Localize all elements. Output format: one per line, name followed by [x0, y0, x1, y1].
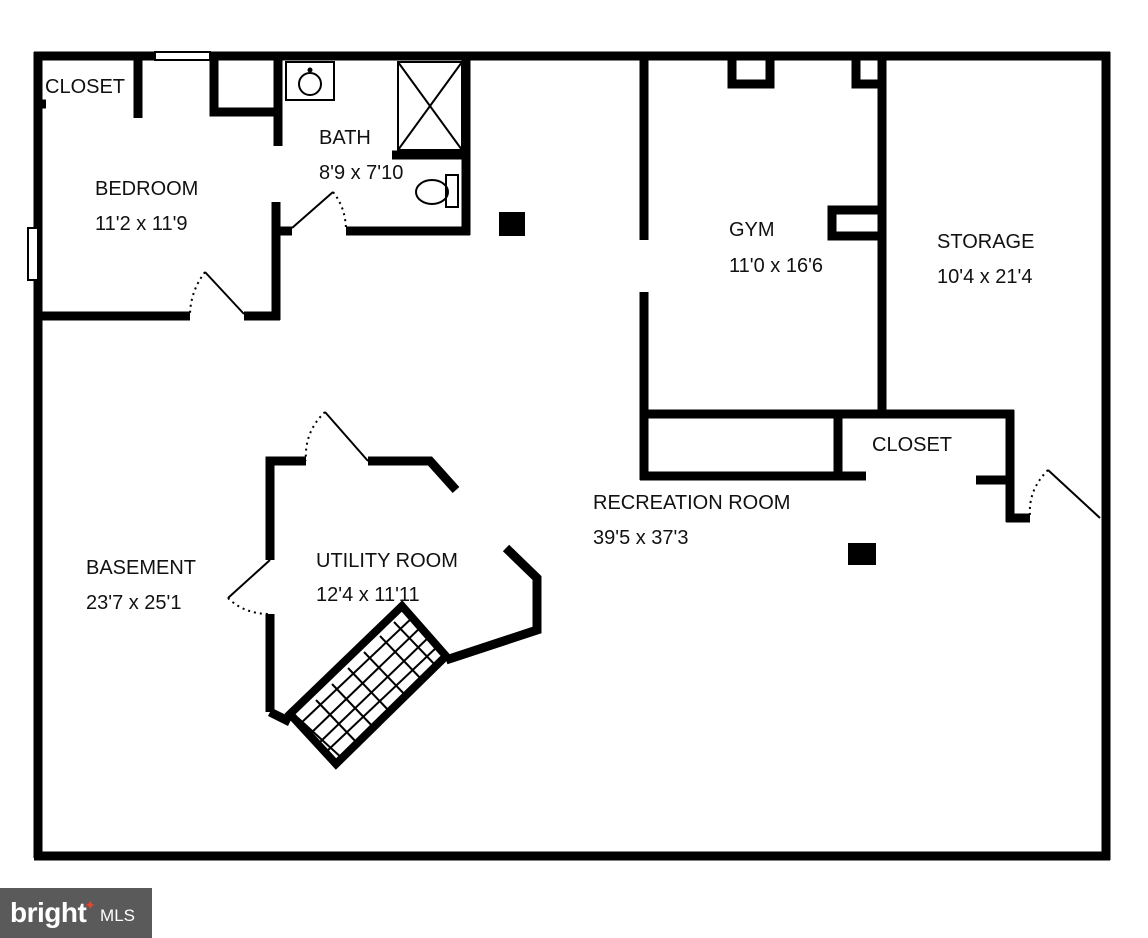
support-post: [848, 543, 876, 565]
watermark-suffix: MLS: [100, 906, 136, 925]
basement-label: BASEMENT: [86, 557, 196, 579]
utility-door-left-swing: [227, 597, 271, 615]
window-top: [154, 51, 211, 61]
utility-walls: [265, 456, 542, 727]
bedroom-label: BEDROOM: [95, 178, 198, 200]
closet-door: [1047, 469, 1101, 519]
bedroom-size: 11'2 x 11'9: [95, 213, 188, 235]
watermark-brand: bright: [10, 897, 87, 928]
bedroom-walls: [38, 56, 283, 321]
bath-walls: [278, 56, 471, 236]
outer-walls: [33, 51, 1111, 861]
window-left: [27, 227, 39, 281]
sink: [285, 61, 335, 101]
storage-label: STORAGE: [937, 231, 1034, 253]
watermark-accent-icon: ✦: [84, 896, 97, 913]
bath-size: 8'9 x 7'10: [319, 162, 403, 184]
utility-size: 12'4 x 11'11: [316, 584, 420, 606]
bedroom-door: [204, 271, 245, 315]
closet-storage-label: CLOSET: [872, 434, 952, 456]
basement-size: 23'7 x 25'1: [86, 592, 182, 614]
storage-size: 10'4 x 21'4: [937, 266, 1033, 288]
storage-closet-walls: [976, 410, 1030, 523]
bath-door: [291, 191, 334, 229]
gym-walls: [639, 60, 1014, 481]
bath-label: BATH: [319, 127, 371, 149]
support-post: [499, 212, 525, 236]
recreation-label: RECREATION ROOM: [593, 492, 790, 514]
utility-door-top-swing: [304, 411, 326, 462]
bedroom-door-swing: [189, 271, 206, 317]
gym-label: GYM: [729, 219, 775, 241]
bath-door-swing: [332, 191, 347, 232]
toilet: [415, 174, 459, 208]
gym-size: 11'0 x 16'6: [729, 255, 823, 277]
bright-mls-watermark: bright ✦ MLS: [0, 888, 152, 938]
staircase: [284, 600, 452, 770]
shower: [397, 61, 463, 151]
recreation-size: 39'5 x 37'3: [593, 527, 689, 549]
utility-label: UTILITY ROOM: [316, 550, 458, 572]
utility-door-left: [227, 559, 271, 599]
utility-door-top: [324, 411, 369, 462]
closet-bedroom-label: CLOSET: [45, 76, 125, 98]
closet-walls: [38, 60, 143, 118]
closet-door-swing: [1028, 469, 1049, 517]
